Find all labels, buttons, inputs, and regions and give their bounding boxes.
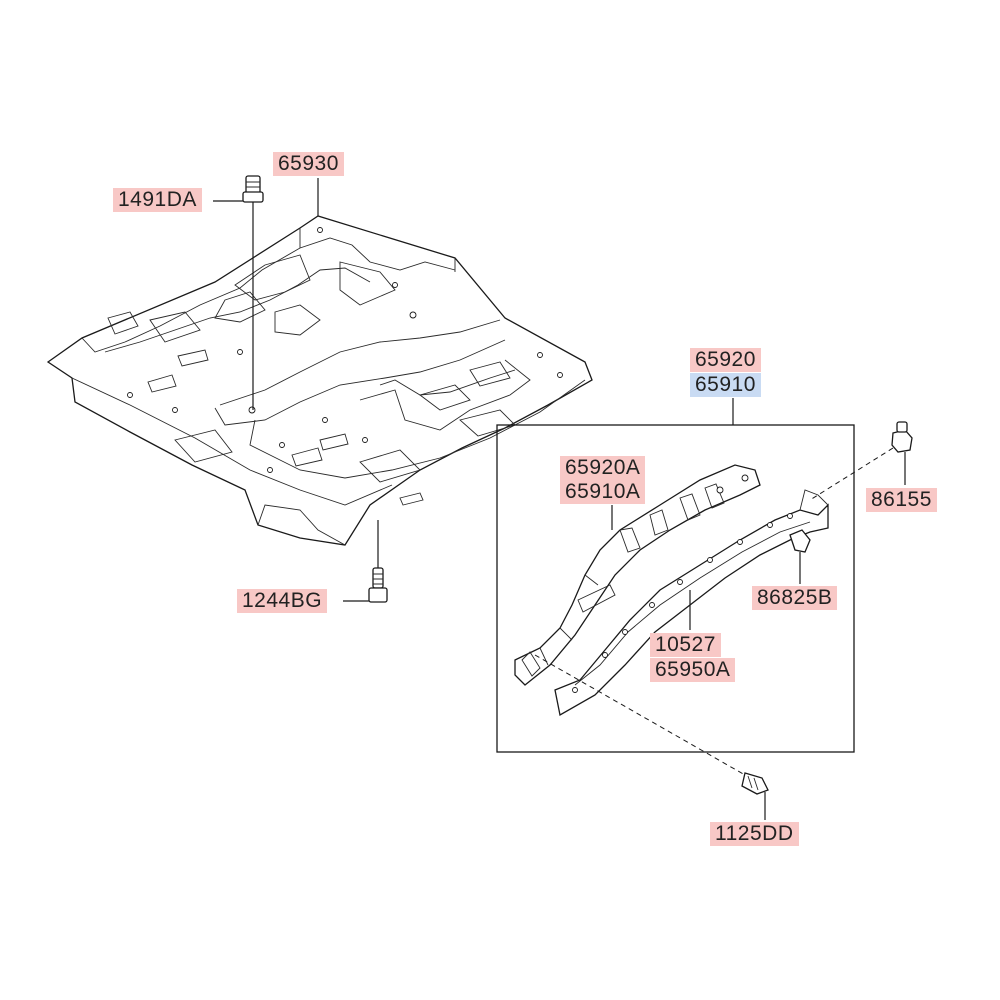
label-86825B[interactable]: 86825B — [752, 586, 838, 610]
bolt-1491DA — [242, 175, 264, 203]
label-65910[interactable]: 65910 — [690, 373, 761, 397]
inner-side-member — [514, 464, 761, 686]
bolt-1125DD — [741, 772, 769, 795]
label-10527[interactable]: 10527 — [650, 633, 721, 657]
label-65910A[interactable]: 65910A — [560, 480, 646, 504]
label-65920A[interactable]: 65920A — [560, 456, 646, 480]
outer-side-member — [554, 489, 829, 717]
rear-floor-panel — [46, 215, 593, 546]
label-1491DA[interactable]: 1491DA — [113, 188, 202, 212]
label-1244BG[interactable]: 1244BG — [237, 589, 328, 613]
bolt-1125DD-axis — [534, 654, 746, 776]
label-65920[interactable]: 65920 — [690, 348, 761, 372]
label-65950A[interactable]: 65950A — [650, 658, 736, 682]
label-65930[interactable]: 65930 — [273, 152, 344, 176]
clip-86825B — [789, 529, 811, 553]
label-86155[interactable]: 86155 — [866, 488, 937, 512]
bolt-1244BG — [368, 567, 388, 603]
fastener-86155 — [891, 421, 913, 453]
assembly-box — [496, 424, 855, 753]
label-1125DD[interactable]: 1125DD — [710, 822, 799, 846]
fastener-86155-axis — [809, 447, 894, 501]
